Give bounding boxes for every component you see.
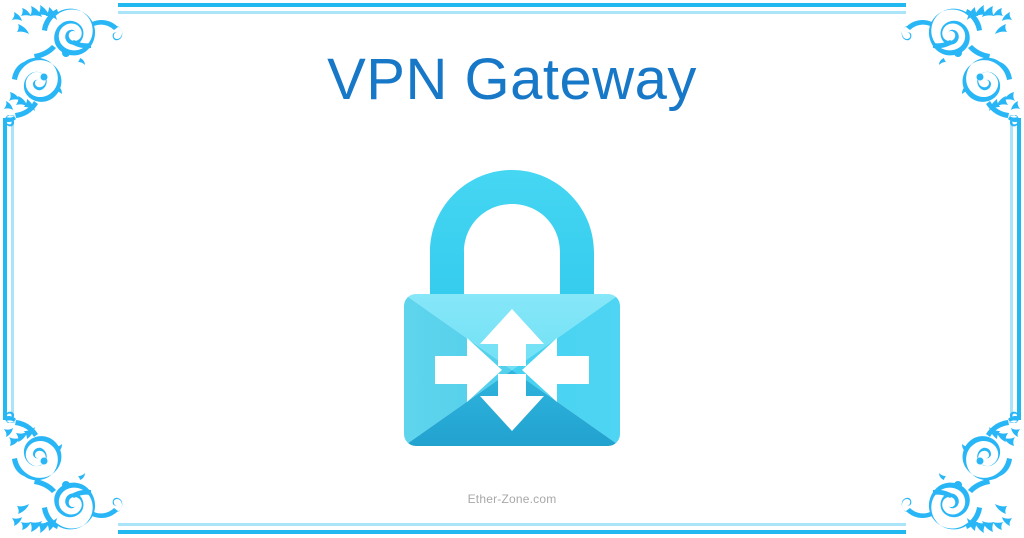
frame-line-top-outer [118, 3, 906, 7]
up-arrow-icon [480, 309, 544, 366]
frame-line-left-outer [3, 118, 7, 420]
frame-line-right-inner [1010, 118, 1013, 420]
ornament-bottom-right-icon [874, 408, 1024, 538]
page-title: VPN Gateway [327, 47, 697, 112]
frame-line-bottom-outer [118, 530, 906, 534]
watermark-text: Ether-Zone.com [467, 492, 557, 506]
frame-line-top-inner [118, 11, 906, 14]
right-arrow-icon [435, 338, 502, 402]
frame-line-bottom-inner [118, 523, 906, 526]
frame-line-left-inner [11, 118, 14, 420]
vpn-gateway-lock-icon [402, 168, 622, 450]
down-arrow-icon [480, 374, 544, 431]
left-arrow-icon [522, 338, 589, 402]
ornament-bottom-left-icon [0, 408, 150, 538]
padlock-shackle [430, 170, 594, 308]
frame-line-right-outer [1017, 118, 1021, 420]
